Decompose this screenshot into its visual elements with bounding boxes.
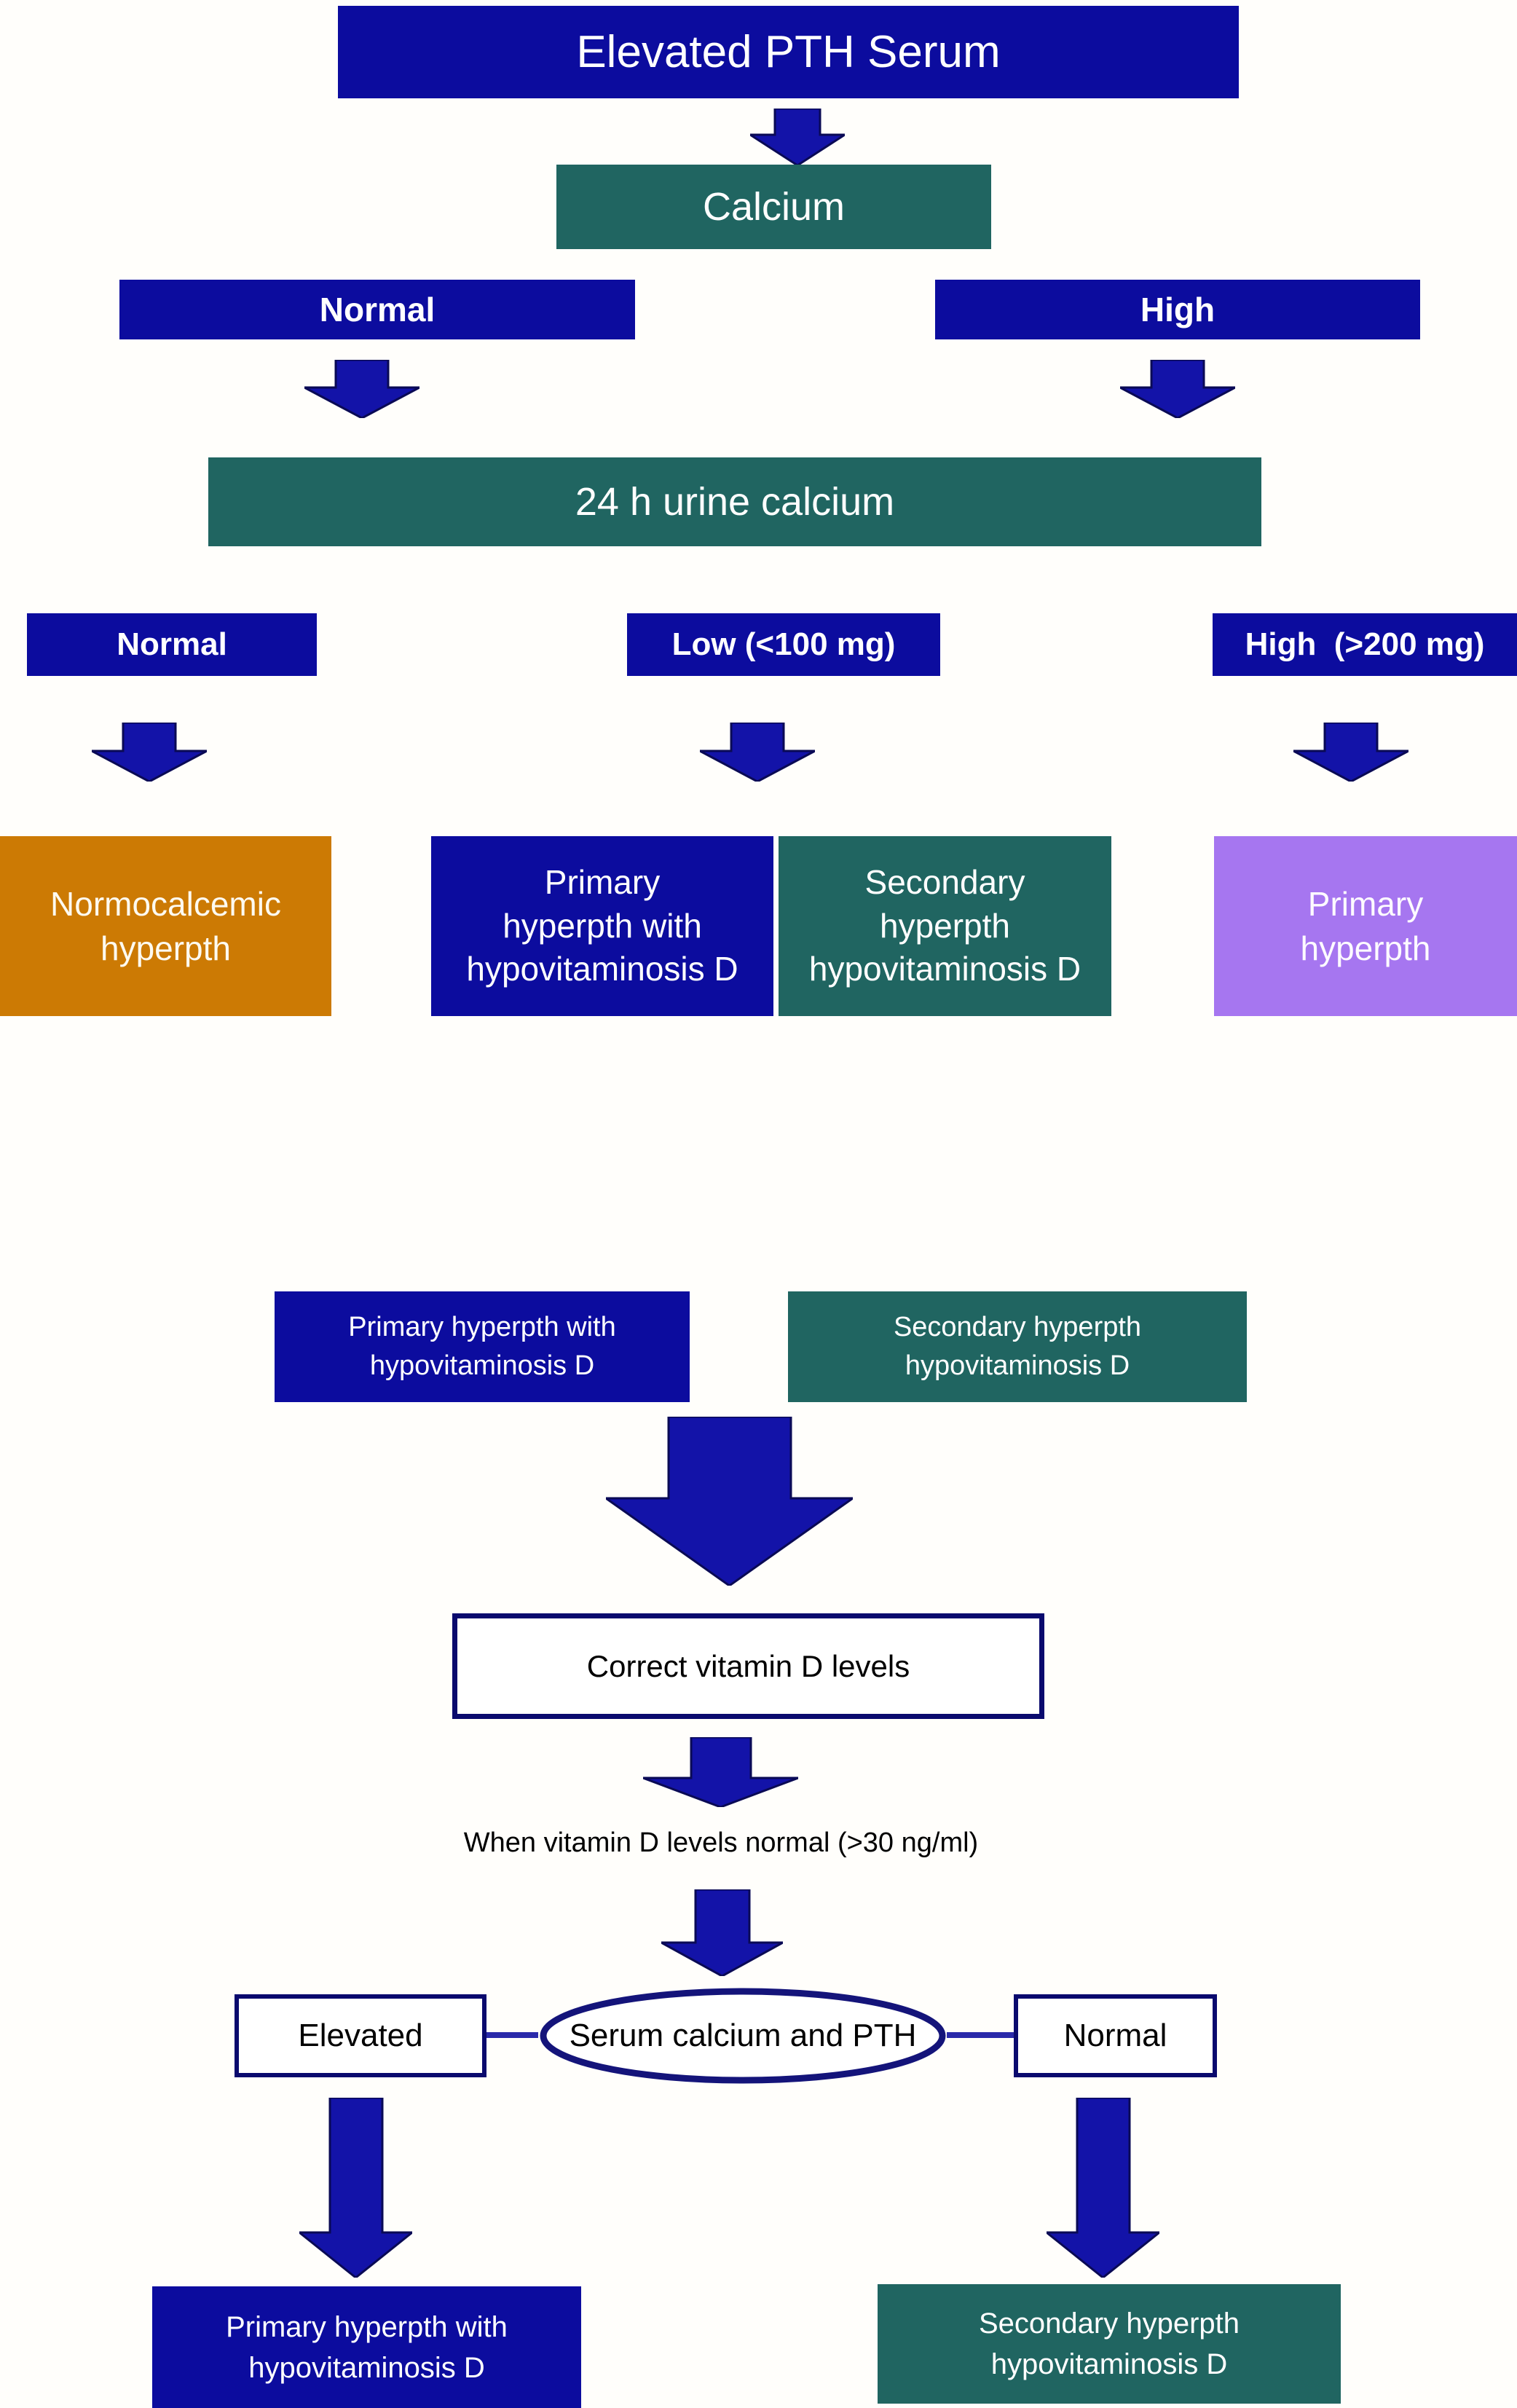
down-arrow-icon [643, 1737, 798, 1807]
branch-urine-normal: Normal [27, 613, 317, 676]
node-calcium-label: Calcium [702, 185, 846, 229]
result-elevated-label: Elevated [298, 2018, 423, 2053]
result-elevated: Elevated [235, 1994, 486, 2077]
result-normal-label: Normal [1063, 2018, 1167, 2053]
branch-urine-low: Low (<100 mg) [627, 613, 940, 676]
node-correct-vitamin-d-label: Correct vitamin D levels [586, 1648, 910, 1683]
treatment-primary-hypo-label: Primary hyperpth with hypovitaminosis D [348, 1311, 616, 1381]
down-arrow-icon [1293, 723, 1408, 782]
node-elevated-pth-serum-label: Elevated PTH Serum [576, 27, 1001, 77]
big-down-arrow-icon [606, 1417, 853, 1586]
outcome-secondary-hyperpth-hypovitaminosis: Secondary hyperpth hypovitaminosis D [779, 836, 1111, 1016]
down-arrow-icon [304, 360, 419, 418]
branch-calcium-normal: Normal [119, 280, 635, 339]
down-arrow-icon [700, 723, 815, 782]
node-elevated-pth-serum: Elevated PTH Serum [338, 6, 1239, 98]
branch-calcium-high-label: High [1140, 291, 1215, 328]
node-calcium: Calcium [556, 165, 991, 249]
outcome-normocalcemic-hyperpth: Normocalcemic hyperpth [0, 836, 331, 1016]
serum-test-ellipse [540, 1988, 946, 2084]
down-arrow-icon [299, 2098, 412, 2278]
down-arrow-icon [1047, 2098, 1159, 2278]
outcome-secondary-hypo-label: Secondary hyperpth hypovitaminosis D [808, 862, 1081, 988]
down-arrow-icon [92, 723, 207, 782]
treatment-secondary-hypo-label: Secondary hyperpth hypovitaminosis D [893, 1311, 1142, 1381]
outcome-normocalcemic-label: Normocalcemic hyperpth [50, 884, 281, 967]
final-secondary-hypo-label: Secondary hyperpth hypovitaminosis D [978, 2307, 1240, 2380]
node-urine-calcium: 24 h urine calcium [208, 457, 1261, 546]
outcome-primary-hypo-label: Primary hyperpth with hypovitaminosis D [466, 862, 738, 988]
branch-urine-low-label: Low (<100 mg) [671, 626, 896, 662]
branch-urine-high-label: High (>200 mg) [1245, 626, 1485, 662]
condition-text: When vitamin D levels normal (>30 ng/ml) [357, 1821, 1085, 1865]
down-arrow-icon [1120, 360, 1235, 418]
branch-urine-normal-label: Normal [117, 626, 227, 662]
node-correct-vitamin-d: Correct vitamin D levels [452, 1613, 1044, 1719]
outcome-primary-label: Primary hyperpth [1300, 884, 1431, 967]
branch-calcium-high: High [935, 280, 1420, 339]
serum-test-label: Serum calcium and PTH [569, 2018, 917, 2053]
down-arrow-icon [750, 109, 845, 165]
final-primary-hyperpth-hypovitaminosis: Primary hyperpth with hypovitaminosis D [152, 2286, 581, 2408]
serum-test-label-wrap: Serum calcium and PTH [532, 1985, 954, 2087]
final-secondary-hyperpth-hypovitaminosis: Secondary hyperpth hypovitaminosis D [878, 2284, 1341, 2404]
connector-line-right [947, 2032, 1017, 2038]
treatment-primary-hyperpth-hypovitaminosis: Primary hyperpth with hypovitaminosis D [275, 1291, 690, 1402]
branch-calcium-normal-label: Normal [319, 291, 436, 328]
condition-text-label: When vitamin D levels normal (>30 ng/ml) [463, 1827, 979, 1858]
final-primary-hypo-label: Primary hyperpth with hypovitaminosis D [226, 2310, 508, 2384]
node-urine-calcium-label: 24 h urine calcium [575, 480, 895, 524]
treatment-secondary-hyperpth-hypovitaminosis: Secondary hyperpth hypovitaminosis D [788, 1291, 1247, 1402]
outcome-primary-hyperpth-hypovitaminosis: Primary hyperpth with hypovitaminosis D [431, 836, 773, 1016]
down-arrow-icon [661, 1889, 783, 1976]
connector-line-left [484, 2032, 538, 2038]
result-normal: Normal [1014, 1994, 1217, 2077]
branch-urine-high: High (>200 mg) [1213, 613, 1517, 676]
outcome-primary-hyperpth: Primary hyperpth [1214, 836, 1517, 1016]
